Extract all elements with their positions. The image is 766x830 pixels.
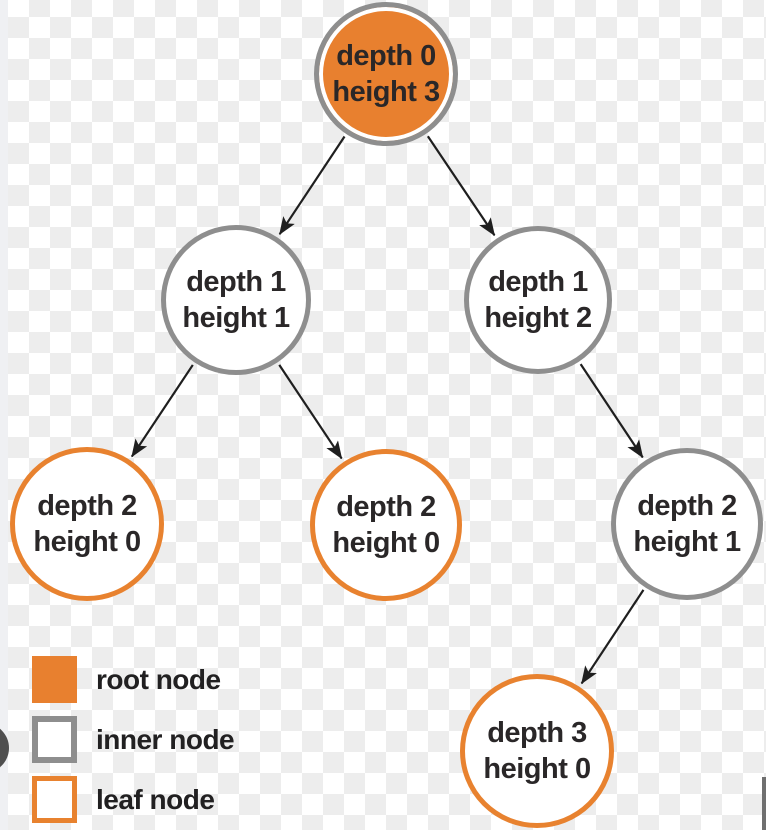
- leaf-node-swatch-icon: [32, 776, 77, 823]
- tree-node-n6: depth 3 height 0: [460, 674, 614, 828]
- node-label-line: depth 2: [37, 490, 137, 522]
- edge-n1-n4: [278, 364, 343, 460]
- node-label-line: depth 0: [336, 40, 436, 72]
- legend-item-leaf: leaf node: [32, 776, 234, 823]
- edge-n0-n1: [278, 135, 346, 236]
- node-label-line: height 1: [633, 526, 741, 558]
- legend-item-inner: inner node: [32, 716, 235, 763]
- tree-node-n4: depth 2 height 0: [310, 449, 462, 601]
- edge-n0-n2: [426, 135, 496, 237]
- node-label-line: depth 1: [186, 266, 286, 298]
- legend-label-inner: inner node: [96, 723, 235, 755]
- node-label-line: height 1: [182, 302, 290, 334]
- tree-node-n2: depth 1 height 2: [464, 226, 612, 374]
- legend: root node inner node leaf node: [32, 656, 235, 823]
- inner-node-swatch-icon: [32, 716, 77, 763]
- tree-node-n3: depth 2 height 0: [10, 447, 164, 601]
- node-label-line: height 2: [484, 302, 592, 334]
- legend-label-leaf: leaf node: [96, 783, 215, 815]
- tree-node-n1: depth 1 height 1: [161, 225, 311, 375]
- edge-n5-n6: [580, 589, 645, 685]
- node-label-line: depth 3: [487, 717, 587, 749]
- legend-item-root: root node: [32, 656, 234, 703]
- tree-node-n0: depth 0 height 3: [314, 2, 458, 146]
- edge-n1-n3: [130, 364, 194, 458]
- legend-label-root: root node: [96, 663, 221, 695]
- node-label-line: depth 1: [488, 266, 588, 298]
- root-node-swatch-icon: [32, 656, 77, 703]
- node-label-line: depth 2: [637, 490, 737, 522]
- node-label-line: height 0: [33, 526, 141, 558]
- tree-node-n5: depth 2 height 1: [611, 448, 763, 600]
- scrollbar-fragment[interactable]: [762, 777, 766, 830]
- node-label-line: height 0: [483, 753, 591, 785]
- clipped-circle-widget[interactable]: [0, 723, 9, 773]
- node-label-line: height 3: [332, 76, 440, 108]
- edge-n2-n5: [579, 363, 644, 459]
- edge-lines: [130, 135, 645, 685]
- node-label-line: depth 2: [336, 491, 436, 523]
- left-edge-strip: [0, 0, 8, 830]
- node-label-line: height 0: [332, 527, 440, 559]
